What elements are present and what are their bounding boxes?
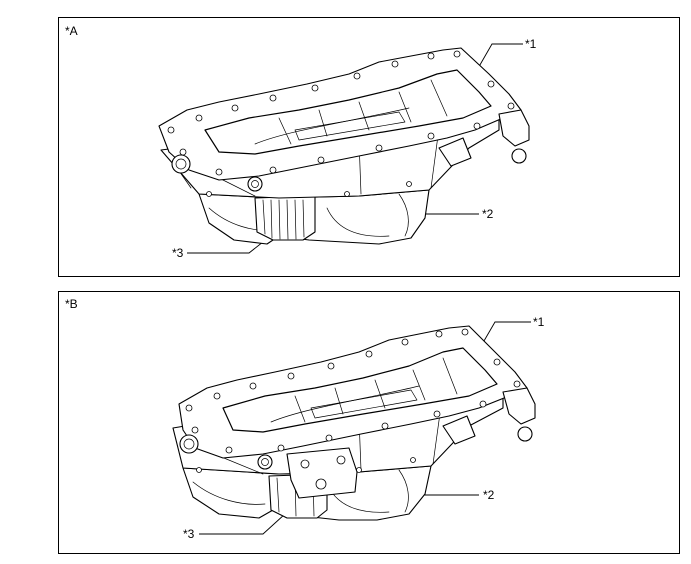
panel-a: *A *1 *2 *3 xyxy=(58,17,680,277)
panel-b: *B *1 *2 *3 xyxy=(58,291,680,554)
panel-a-callout-3: *3 xyxy=(172,246,184,260)
panel-a-label: *A xyxy=(65,24,78,38)
panel-b-callout-2: *2 xyxy=(483,488,495,502)
panel-b-label: *B xyxy=(65,297,78,311)
panel-b-callout-1: *1 xyxy=(533,315,545,329)
oil-pan-drawing-b xyxy=(172,321,536,535)
panel-b-callout-3: *3 xyxy=(183,527,195,541)
oil-pan-drawing-a xyxy=(158,43,530,254)
flange-bolt-holes-a xyxy=(167,50,515,197)
panel-a-callout-2: *2 xyxy=(482,207,494,221)
panel-a-callout-1: *1 xyxy=(525,37,537,51)
leader-line-3 xyxy=(199,513,286,535)
flange-bolt-holes-b xyxy=(185,328,521,473)
